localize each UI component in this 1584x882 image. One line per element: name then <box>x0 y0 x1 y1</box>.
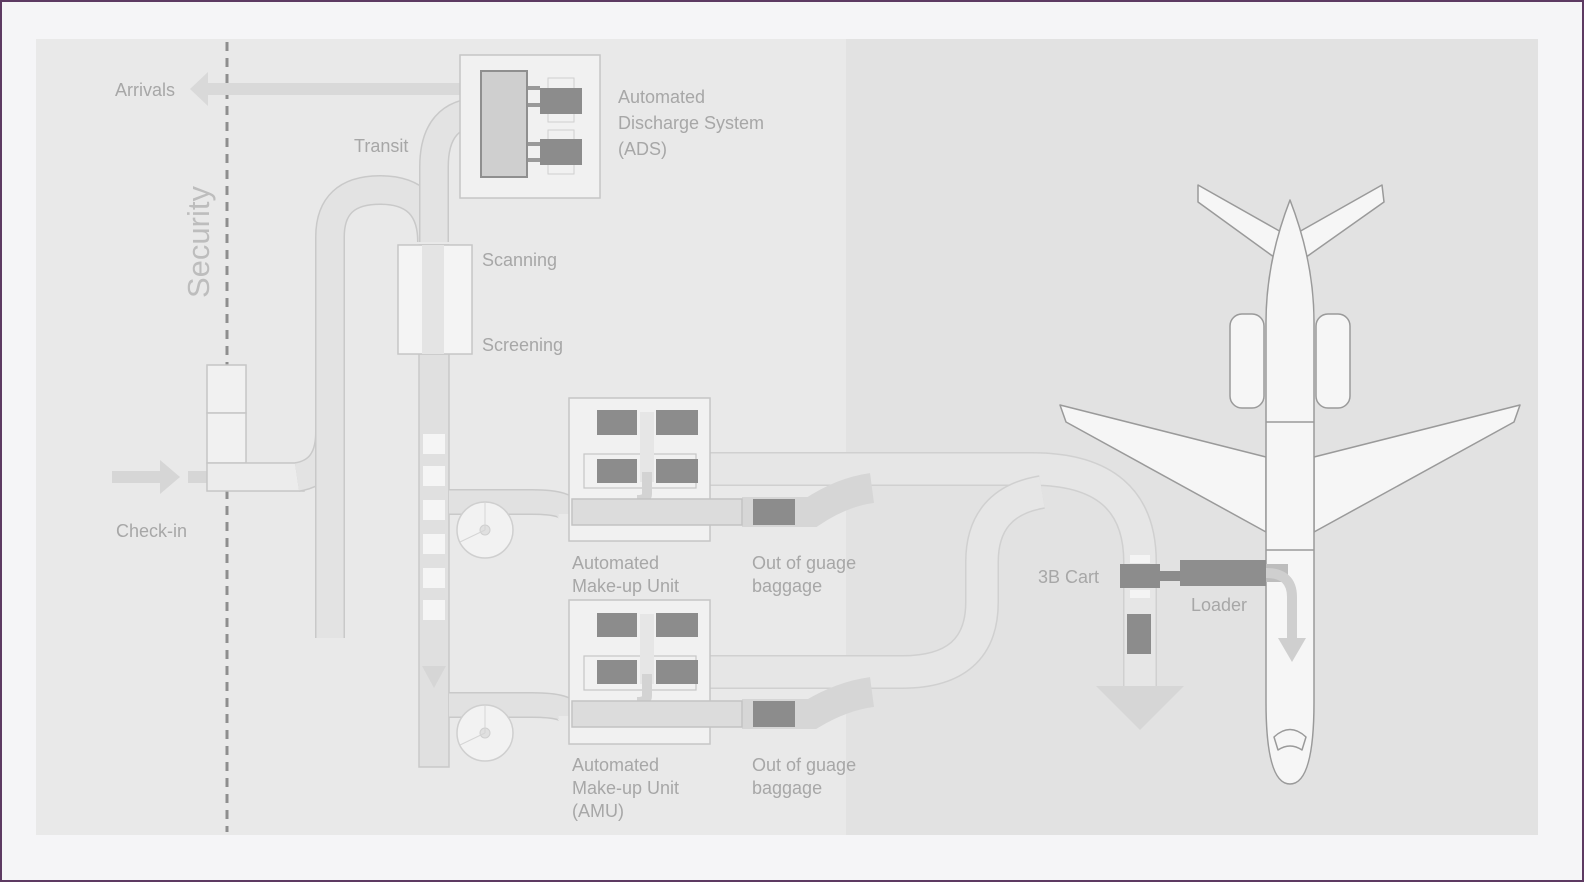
amu-bottom-label-3: (AMU) <box>572 801 624 821</box>
amu-unit-bottom <box>568 599 795 745</box>
oog-bottom-label-1: Out of guage <box>752 755 856 775</box>
arrow-left-icon <box>190 72 480 106</box>
carousel-icon <box>456 704 514 762</box>
oog-top-label-1: Out of guage <box>752 553 856 573</box>
aircraft-loop-conveyor <box>702 452 1157 729</box>
screening-label: Screening <box>482 335 563 355</box>
carousel-icon <box>456 501 514 559</box>
ads-label-3: (ADS) <box>618 139 667 159</box>
scanning-machine <box>397 244 473 355</box>
arrow-down-icon <box>1096 686 1184 730</box>
ads-label-2: Discharge System <box>618 113 764 133</box>
check-in-desk <box>206 364 305 492</box>
security-label: Security <box>181 186 216 298</box>
amu-bottom-label-2: Make-up Unit <box>572 778 679 798</box>
cart-unit <box>1120 555 1180 654</box>
loader-label: Loader <box>1191 595 1247 615</box>
amu-unit-top <box>568 397 795 542</box>
arrivals-label: Arrivals <box>115 80 175 100</box>
amu-top-label-2: Make-up Unit <box>572 576 679 596</box>
arrow-down-icon <box>1278 638 1306 662</box>
check-in-label: Check-in <box>116 521 187 541</box>
oog-bottom-label-2: baggage <box>752 778 822 798</box>
amu-top-label-1: Automated <box>572 553 659 573</box>
loader-unit <box>1180 560 1306 662</box>
ads-unit <box>459 54 601 199</box>
cart-label: 3B Cart <box>1038 567 1099 587</box>
oog-top-label-2: baggage <box>752 576 822 596</box>
scanning-label: Scanning <box>482 250 557 270</box>
amu-bottom-label-1: Automated <box>572 755 659 775</box>
transit-label: Transit <box>354 136 408 156</box>
ads-label-1: Automated <box>618 87 705 107</box>
